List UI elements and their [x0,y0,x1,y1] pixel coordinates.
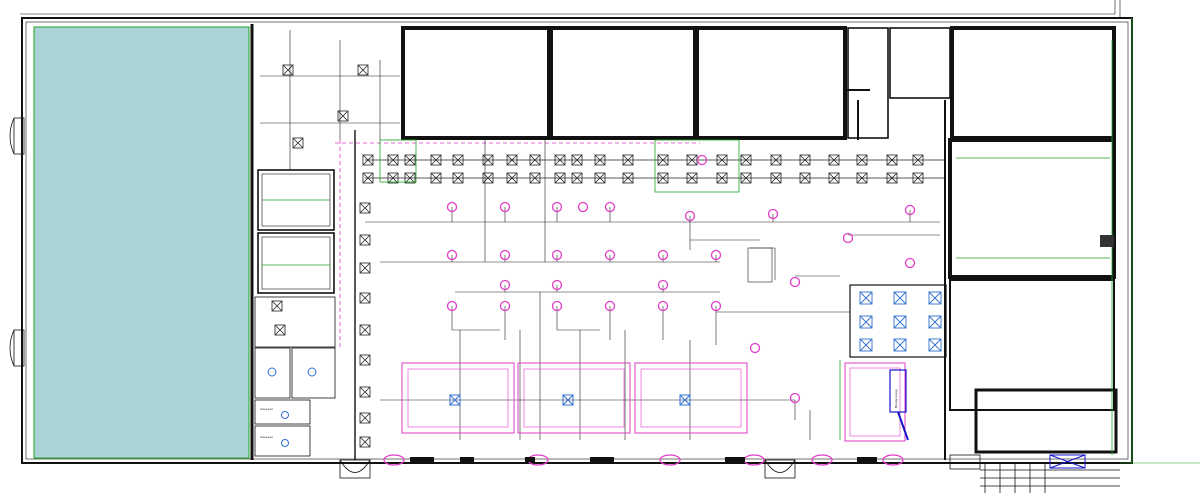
left-grille-column [359,202,371,448]
upper-left-ducts [260,30,400,170]
bottom-doors [339,454,1120,493]
blue-vertical-duct: Воздуховод [889,369,909,441]
branch-ducts [365,140,940,440]
blue-circle-fixture-icon [281,411,289,419]
wc-upper-label: Санузел [260,407,273,411]
grille-row [362,154,924,184]
left-small-rooms [254,169,336,457]
main-duct-rows [335,142,945,179]
vertical-duct-label: Воздуховод [894,389,898,408]
outer-walls [20,0,1200,464]
pink-zones [401,362,906,442]
wc-lower-label: Санузел [260,435,273,439]
blue-circle-fixture-icon [267,367,277,377]
left-windows [9,117,25,367]
blue-circle-fixture-icon [281,439,289,447]
blue-circle-fixture-icon [307,367,317,377]
vent-chamber [849,284,947,358]
top-rooms [401,26,1118,454]
teal-hall [33,26,250,459]
